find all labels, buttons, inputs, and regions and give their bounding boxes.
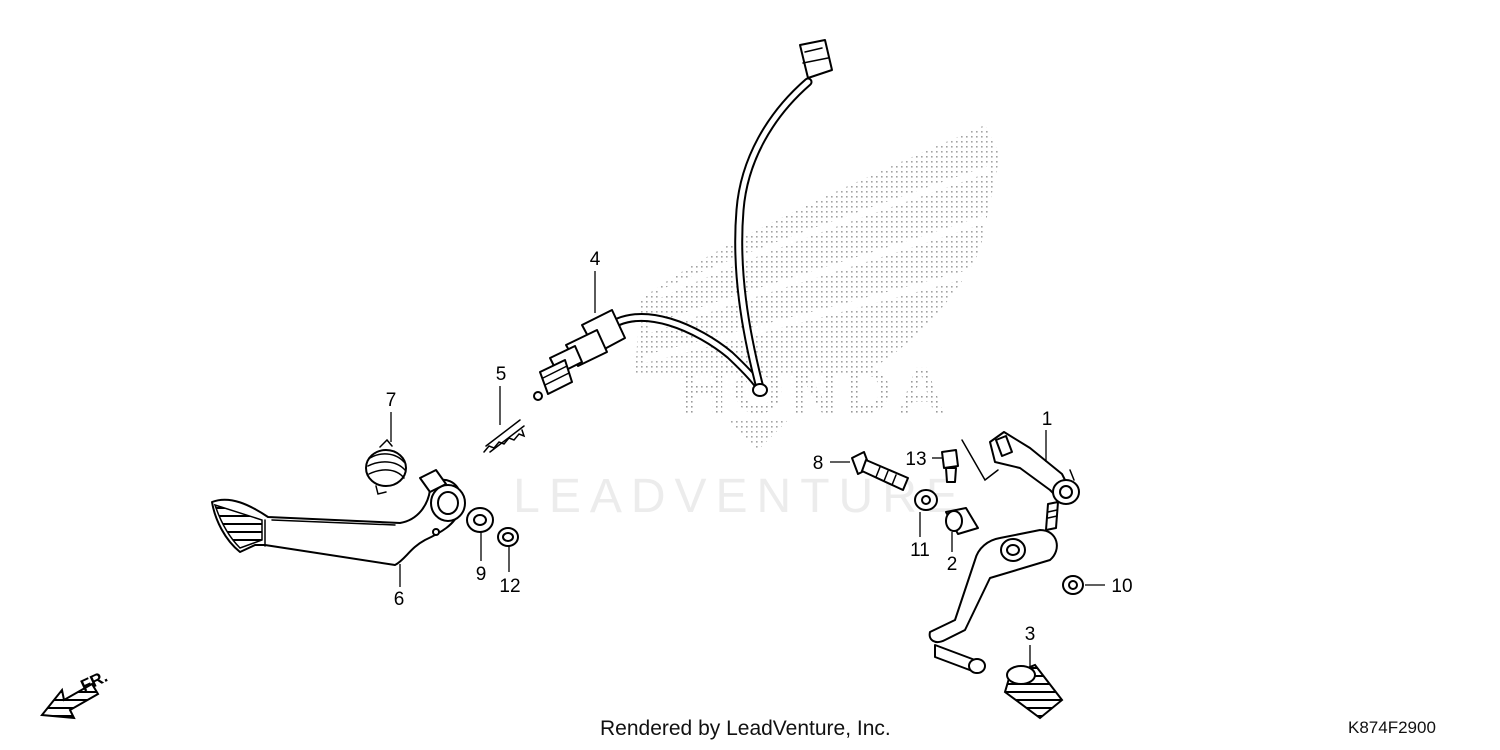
- part-13-bolt: [941, 449, 959, 483]
- part-8-pivot-bolt: [851, 451, 909, 491]
- callout-11[interactable]: 11: [910, 540, 930, 561]
- part-2-collar: [945, 507, 979, 535]
- part-4-brake-light-switch: [533, 39, 833, 401]
- part-1-gearshift-arm: [961, 431, 1080, 531]
- callout-3[interactable]: 3: [1025, 624, 1036, 645]
- rendered-by-credit: Rendered by LeadVenture, Inc.: [600, 717, 891, 740]
- callout-leaders: [390, 271, 1105, 668]
- diagram-code: K874F2900: [1348, 718, 1436, 737]
- callout-13[interactable]: 13: [905, 449, 926, 470]
- callout-7[interactable]: 7: [386, 390, 397, 411]
- callout-labels: 1 2 3 4 5 6 7 8 9 10 11 12 13: [386, 249, 1133, 645]
- part-10-washer: [1062, 575, 1084, 595]
- part-3-shift-pedal-rubber: [1003, 663, 1064, 720]
- part-6-brake-pedal: [211, 469, 466, 566]
- callout-6[interactable]: 6: [394, 589, 405, 610]
- honda-watermark-text: HONDA: [679, 353, 951, 427]
- front-direction-arrow-icon: FR.: [40, 667, 111, 720]
- part-9-washer: [466, 507, 494, 533]
- callout-1[interactable]: 1: [1042, 409, 1053, 430]
- honda-wing-watermark: [635, 125, 1000, 450]
- part-7-return-spring: [365, 438, 407, 495]
- callout-8[interactable]: 8: [813, 453, 824, 474]
- part-11-washer: [914, 489, 938, 511]
- part-12-clip: [497, 527, 519, 547]
- callout-12[interactable]: 12: [499, 576, 520, 597]
- callout-9[interactable]: 9: [476, 564, 487, 585]
- callout-2[interactable]: 2: [947, 554, 958, 575]
- callout-4[interactable]: 4: [590, 249, 601, 270]
- gear-shift-pedal: [928, 529, 1058, 674]
- callout-10[interactable]: 10: [1111, 576, 1132, 597]
- callout-5[interactable]: 5: [496, 364, 507, 385]
- part-5-spring: [483, 419, 526, 453]
